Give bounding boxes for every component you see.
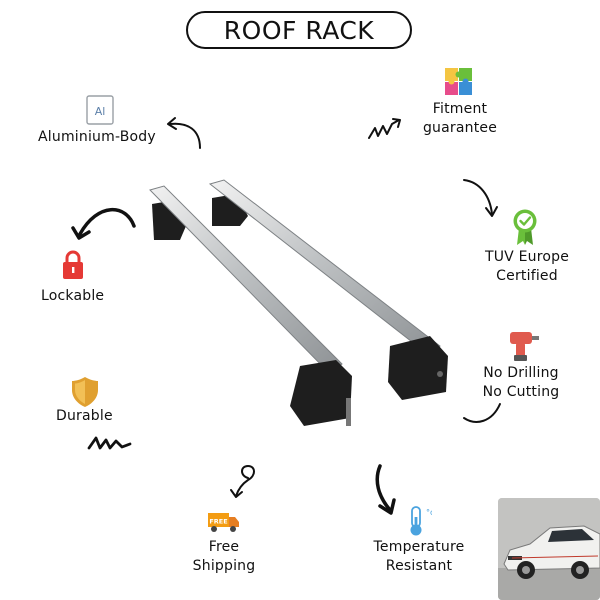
aluminium-element-icon: Al [86,95,114,125]
svg-text:Al: Al [95,105,106,118]
feature-durable: Durable [56,407,113,426]
feature-label-line1: Temperature [373,539,465,555]
certified-badge-icon [513,209,537,245]
feature-tuv-certified: TUV Europe Certified [478,248,576,286]
curved-arrow-icon [463,179,498,217]
car-thumbnail [498,498,600,600]
feature-lockable: Lockable [41,287,104,306]
feature-fitment-guarantee: Fitment guarantee [412,100,508,138]
feature-label-line1: TUV Europe [484,249,570,265]
roof-rack-image [149,179,448,426]
feature-temperature-resistant: Temperature Resistant [366,538,472,576]
feature-label: Lockable [41,288,105,304]
feature-label: Durable [56,408,113,424]
curved-arrow-icon [375,464,396,515]
curved-arrow-icon [463,403,501,423]
page-title: ROOF RACK [186,11,412,49]
feature-label-line2: Certified [496,268,558,284]
feature-no-drilling: No Drilling No Cutting [474,364,568,402]
feature-label: Aluminium-Body [38,129,156,145]
feature-aluminium-body: Aluminium-Body [38,128,156,147]
feature-free-shipping: Free Shipping [184,538,264,576]
svg-text:°c: °c [426,508,432,517]
feature-label-line1: No Drilling [483,365,559,381]
feature-label-line2: Shipping [192,558,256,574]
loop-arrow-icon [230,464,255,498]
feature-label-line2: No Cutting [482,384,560,400]
squiggle-icon [87,436,132,450]
car-illustration [498,498,600,600]
feature-label-line2: guarantee [422,120,498,136]
thermometer-icon: °c [410,506,432,536]
puzzle-icon [445,68,472,95]
curved-arrow-icon [71,208,136,240]
shield-icon [72,377,98,407]
svg-text:FREE: FREE [209,518,227,526]
feature-label-line1: Fitment [432,101,488,117]
curved-arrow-icon [167,117,201,149]
feature-label-line2: Resistant [385,558,453,574]
squiggle-arrow-icon [368,118,401,139]
truck-icon: FREE [208,513,239,532]
padlock-icon [63,250,83,279]
feature-label-line1: Free [208,539,240,555]
drill-icon [510,332,539,361]
